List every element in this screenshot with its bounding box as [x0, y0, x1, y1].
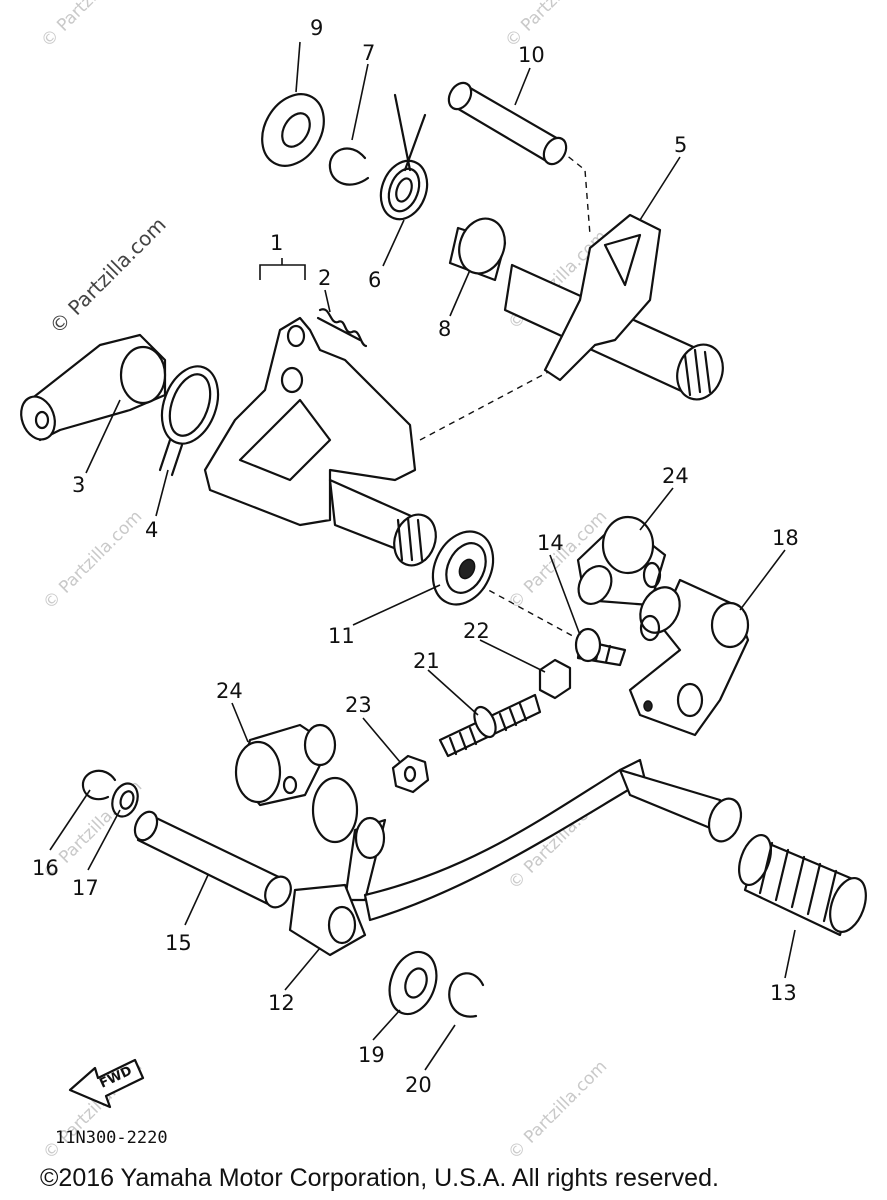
- washer-part-17: [111, 782, 139, 818]
- callout-2: 2: [318, 266, 331, 290]
- fwd-arrow-icon: FWD: [68, 1058, 145, 1109]
- callout-23: 23: [345, 693, 372, 717]
- spring-part-6: [379, 93, 429, 221]
- callout-5: 5: [674, 133, 687, 157]
- shift-pedal-part-12: [288, 758, 743, 957]
- watermark-main: © Partzilla.com: [45, 212, 171, 338]
- circlip-part-20: [448, 972, 485, 1018]
- shaft-part-15: [133, 810, 292, 909]
- callout-14: 14: [537, 531, 564, 555]
- nut-part-23: [391, 754, 430, 794]
- joint-part-24-lower: [234, 723, 337, 807]
- callout-17: 17: [72, 876, 99, 900]
- callout-10: 10: [518, 43, 545, 67]
- callout-15: 15: [165, 931, 192, 955]
- lever-part-3: [20, 333, 167, 442]
- joint-part-24-upper: [576, 515, 667, 607]
- callout-3: 3: [72, 473, 85, 497]
- bolt-part-14: [574, 627, 627, 667]
- callout-19: 19: [358, 1043, 385, 1067]
- spring-part-4: [158, 365, 220, 477]
- callout-12: 12: [268, 991, 295, 1015]
- nut-part-22: [538, 658, 572, 700]
- circlip-part-7: [328, 147, 370, 186]
- callout-8: 8: [438, 317, 451, 341]
- pin-part-10: [447, 81, 568, 166]
- callout-16: 16: [32, 856, 59, 880]
- callout-20: 20: [405, 1073, 432, 1097]
- alignment-line: [469, 579, 581, 641]
- washer-part-19: [388, 950, 438, 1016]
- callout-9: 9: [310, 16, 323, 40]
- washer-part-9: [261, 93, 325, 167]
- bearing-part-11: [431, 530, 495, 606]
- callout-4: 4: [145, 518, 158, 542]
- shift-arm-part-1: [203, 316, 437, 567]
- watermark: © Partzilla.com: [37, 0, 144, 52]
- callout-6: 6: [368, 268, 381, 292]
- collar-part-8: [448, 217, 507, 282]
- watermark: © Partzilla.com: [39, 507, 146, 614]
- adjuster-bolt-part-21: [438, 693, 542, 758]
- spring-part-2: [316, 308, 368, 348]
- callout-7: 7: [362, 41, 375, 65]
- diagram-code: 11N300-2220: [55, 1128, 168, 1148]
- rod-end-part-18: [628, 578, 750, 737]
- callout-1: 1: [270, 231, 283, 255]
- watermark-layer: © Partzilla.com © Partzilla.com © Partzi…: [37, 0, 611, 1164]
- alignment-line: [419, 369, 553, 441]
- circlip-part-16: [81, 769, 117, 801]
- watermark: © Partzilla.com: [504, 1057, 611, 1164]
- callout-18: 18: [772, 526, 799, 550]
- leader-lines: [49, 41, 796, 1071]
- alignment-line: [559, 149, 591, 236]
- callout-22: 22: [463, 619, 490, 643]
- callout-24-lower: 24: [216, 679, 243, 703]
- callout-11: 11: [328, 624, 355, 648]
- shift-shaft-part-5: [503, 213, 724, 401]
- footpeg-rubber-part-13: [738, 834, 867, 937]
- callout-24-upper: 24: [662, 464, 689, 488]
- callout-labels: 9 7 10 5 6 8 1 2 3 4 11 24 14 18 22 21 2…: [32, 16, 799, 1097]
- copyright-notice: ©2016 Yamaha Motor Corporation, U.S.A. A…: [40, 1164, 719, 1192]
- callout-21: 21: [413, 649, 440, 673]
- callout-13: 13: [770, 981, 797, 1005]
